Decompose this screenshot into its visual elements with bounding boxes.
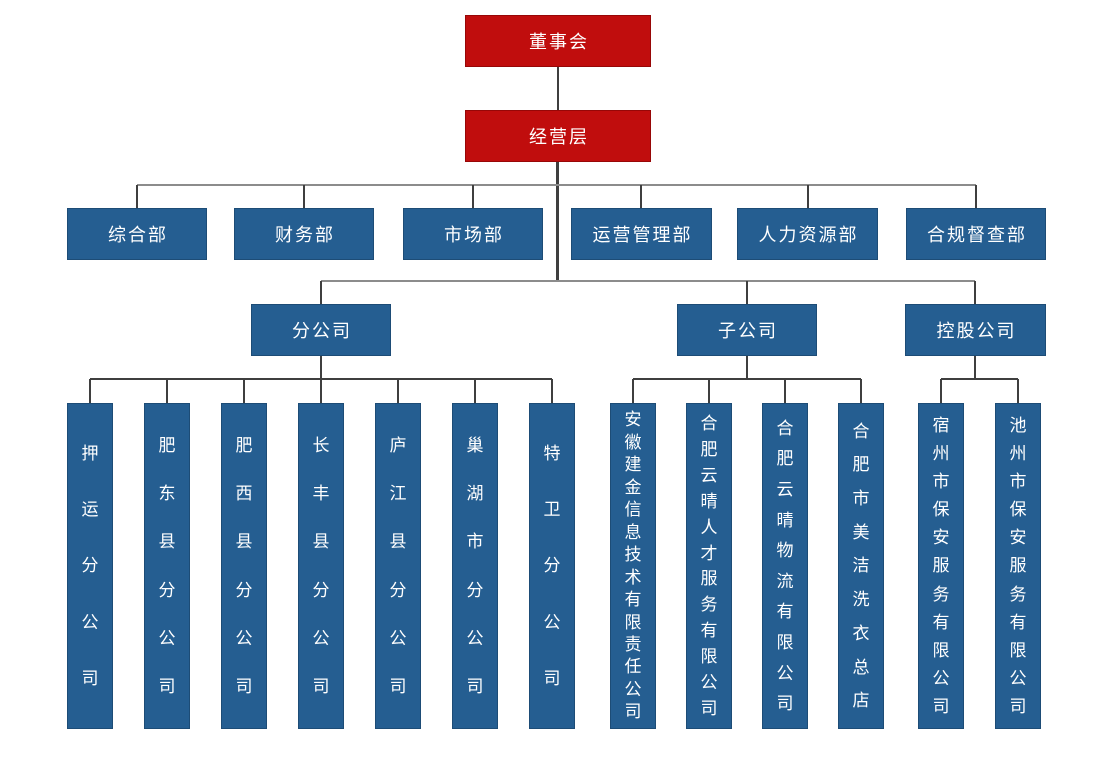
org-node-company: 肥西县分公司 [221, 403, 267, 729]
connector-drop [746, 281, 748, 304]
org-node-company: 合肥市美洁洗衣总店 [838, 403, 884, 729]
connector-holding-rail [941, 378, 1018, 380]
org-node-company: 巢湖市分公司 [452, 403, 498, 729]
org-node-group-holding: 控股公司 [905, 304, 1046, 356]
connector-drop [320, 281, 322, 304]
connector-departments-rail [137, 184, 976, 186]
connector-drop [303, 185, 305, 208]
connector-trunk [556, 162, 559, 280]
connector-groups-rail [321, 280, 975, 282]
connector-subsidiary-rail [633, 378, 861, 380]
org-node-company: 宿州市保安服务有限公司 [918, 403, 964, 729]
connector-drop [807, 185, 809, 208]
org-node-group-branch: 分公司 [251, 304, 391, 356]
connector-stem-subsidiary [746, 356, 748, 379]
org-node-company: 特卫分公司 [529, 403, 575, 729]
connector-drop [784, 379, 786, 403]
org-node-company: 安徽建金信息技术有限责任公司 [610, 403, 656, 729]
connector-stem-holding [974, 356, 976, 379]
connector-drop [166, 379, 168, 403]
org-node-company: 庐江县分公司 [375, 403, 421, 729]
connector-drop [472, 185, 474, 208]
connector-drop [136, 185, 138, 208]
org-node-board: 董事会 [465, 15, 651, 67]
org-node-dept-hr: 人力资源部 [737, 208, 878, 260]
org-node-group-subsidiary: 子公司 [677, 304, 817, 356]
org-node-company: 池州市保安服务有限公司 [995, 403, 1041, 729]
org-node-dept-market: 市场部 [403, 208, 543, 260]
connector-stem-branch [320, 356, 322, 379]
org-node-management: 经营层 [465, 110, 651, 162]
org-node-company: 押运分公司 [67, 403, 113, 729]
org-node-company: 合肥云晴物流有限公司 [762, 403, 808, 729]
connector-drop [551, 379, 553, 403]
connector-drop [975, 185, 977, 208]
connector-drop [320, 379, 322, 403]
connector-drop [860, 379, 862, 403]
connector-branch-rail [90, 378, 552, 380]
connector-drop [708, 379, 710, 403]
connector-drop [632, 379, 634, 403]
connector-drop [89, 379, 91, 403]
connector-drop [397, 379, 399, 403]
org-node-company: 合肥云晴人才服务有限公司 [686, 403, 732, 729]
connector-drop [1017, 379, 1019, 403]
connector-drop [940, 379, 942, 403]
connector-drop [640, 185, 642, 208]
connector-board-management [557, 67, 559, 110]
org-node-dept-general: 综合部 [67, 208, 207, 260]
org-node-dept-compliance: 合规督查部 [906, 208, 1046, 260]
connector-drop [474, 379, 476, 403]
connector-drop [974, 281, 976, 304]
org-node-company: 肥东县分公司 [144, 403, 190, 729]
org-node-dept-operations: 运营管理部 [571, 208, 712, 260]
org-node-company: 长丰县分公司 [298, 403, 344, 729]
org-node-dept-finance: 财务部 [234, 208, 374, 260]
connector-drop [243, 379, 245, 403]
